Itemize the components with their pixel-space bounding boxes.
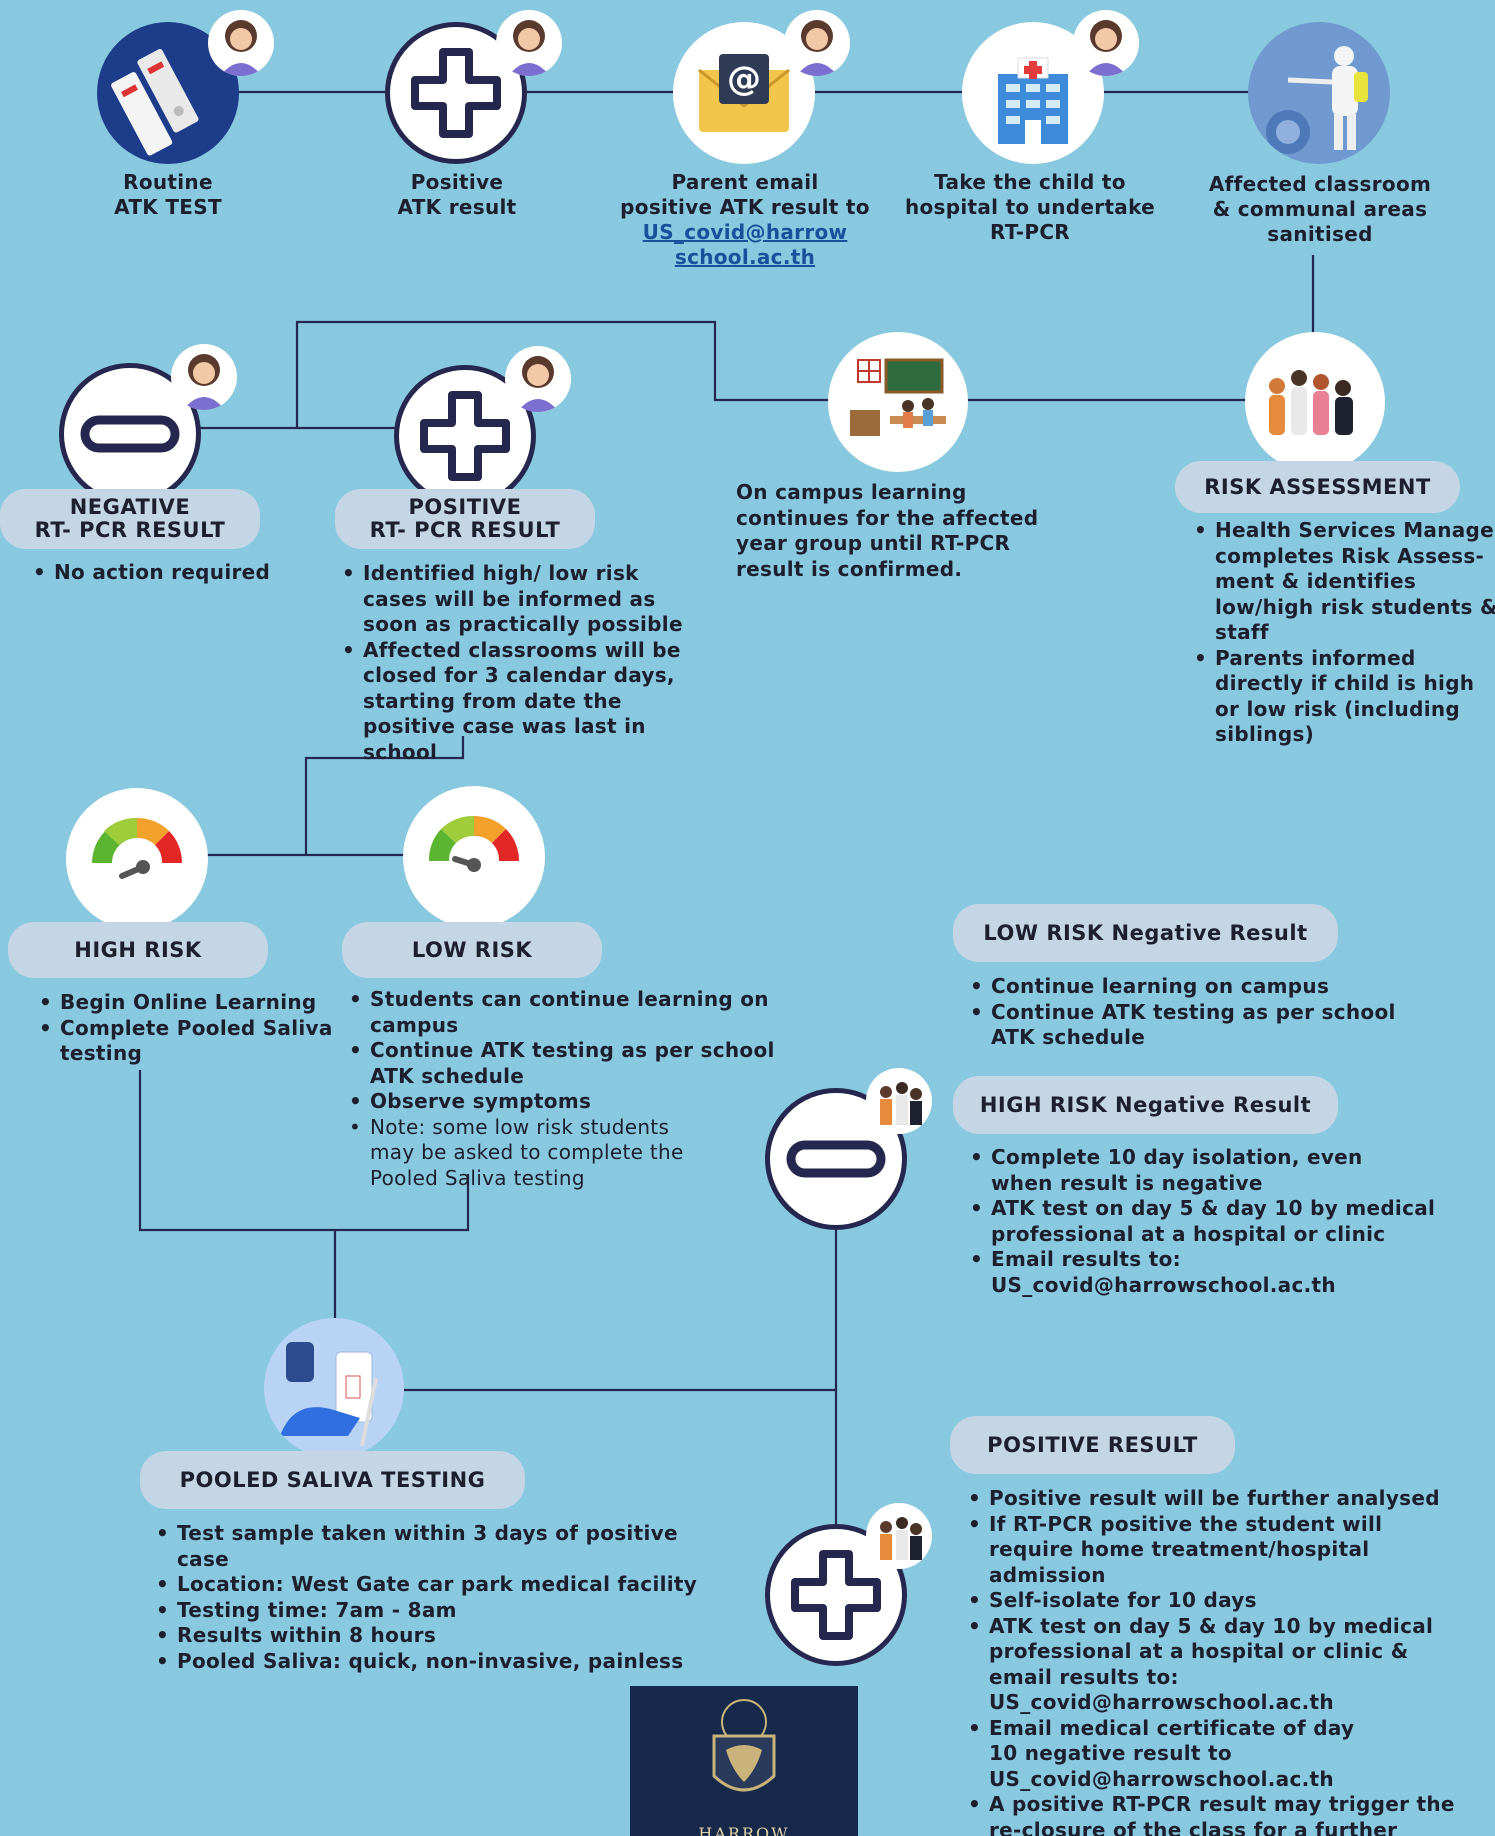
high-risk-pill: HIGH RISK (8, 922, 268, 978)
parent-avatar (1073, 10, 1139, 76)
negative-pcr-bullets: No action required (32, 560, 294, 586)
group-avatar (866, 1068, 932, 1134)
parent-avatar (208, 10, 274, 76)
campus-learning-text: On campus learning continues for the aff… (736, 480, 1039, 581)
step-parent-email-label: Parent email positive ATK result to US_c… (620, 170, 870, 269)
parent-avatar (171, 344, 237, 410)
svg-text:@: @ (727, 59, 761, 99)
harrow-school-logo: HARROW (630, 1686, 858, 1836)
high-risk-bullets: Begin Online Learning Complete Pooled Sa… (38, 990, 350, 1067)
low-risk-negative-bullets: Continue learning on campus Continue ATK… (969, 974, 1411, 1051)
low-risk-pill: LOW RISK (342, 922, 602, 978)
group-avatar (866, 1503, 932, 1569)
parent-avatar (784, 10, 850, 76)
positive-result-bullets: Positive result will be further analysed… (967, 1486, 1469, 1836)
low-risk-gauge-icon (403, 786, 545, 928)
staff-group-image (1245, 332, 1385, 472)
high-risk-negative-pill: HIGH RISK Negative Result (953, 1076, 1338, 1134)
high-risk-gauge-icon (66, 788, 208, 930)
low-risk-negative-pill: LOW RISK Negative Result (953, 904, 1338, 962)
saliva-test-image (264, 1318, 404, 1458)
pooled-saliva-bullets: Test sample taken within 3 days of posit… (155, 1521, 737, 1674)
parent-avatar (496, 10, 562, 76)
parent-avatar (505, 346, 571, 412)
pooled-saliva-pill: POOLED SALIVA TESTING (140, 1451, 525, 1509)
classroom-image (828, 332, 968, 472)
sanitising-worker-image (1248, 22, 1390, 164)
risk-assessment-pill: RISK ASSESSMENT (1175, 461, 1460, 513)
minus-icon (765, 1088, 907, 1230)
positive-pcr-bullets: Identified high/ low risk cases will be … (341, 561, 708, 765)
low-risk-bullets: Students can continue learning on campus… (348, 987, 850, 1191)
risk-assessment-bullets: Health Services Manager completes Risk A… (1193, 518, 1495, 748)
positive-result-pill: POSITIVE RESULT (950, 1416, 1235, 1474)
logo-wordmark: HARROW (698, 1824, 790, 1836)
high-risk-negative-bullets: Complete 10 day isolation, even when res… (969, 1145, 1451, 1298)
